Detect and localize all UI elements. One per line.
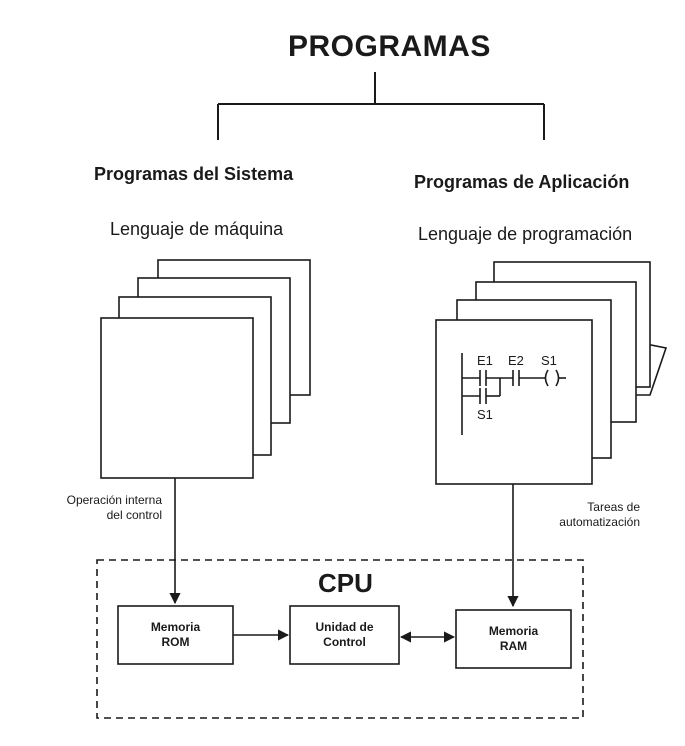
tree-connector <box>217 72 545 140</box>
internal-operation-label: Operación interna del control <box>30 493 162 523</box>
cpu-label: CPU <box>318 568 373 598</box>
system-program-pages <box>100 259 311 479</box>
application-programs-language: Lenguaje de programación <box>418 224 633 244</box>
internal-operation-line2: del control <box>106 508 162 522</box>
ladder-coil-s1: S1 <box>541 353 557 368</box>
ladder-diagram <box>461 353 566 435</box>
application-program-pages <box>435 261 668 485</box>
diagram-title: PROGRAMAS <box>288 30 491 63</box>
ladder-contact-e2: E2 <box>508 353 524 368</box>
ladder-contact-s1: S1 <box>477 407 493 422</box>
control-line2: Control <box>323 635 366 649</box>
application-programs-heading: Programas de Aplicación <box>414 172 630 192</box>
rom-line2: ROM <box>161 635 190 649</box>
cpu-region <box>96 559 584 719</box>
ram-line2: RAM <box>499 639 528 653</box>
rom-memory-block: Memoria ROM <box>118 606 233 664</box>
control-line1: Unidad de <box>315 620 374 634</box>
rom-line1: Memoria <box>150 620 201 634</box>
automation-tasks-line1: Tareas de <box>587 500 640 514</box>
cpu-blocks <box>117 605 572 669</box>
control-unit-block: Unidad de Control <box>290 606 399 664</box>
ram-memory-block: Memoria RAM <box>456 610 571 668</box>
system-programs-heading: Programas del Sistema <box>94 164 294 184</box>
flow-arrows <box>169 478 519 608</box>
automation-tasks-line2: automatización <box>559 515 640 529</box>
ram-line1: Memoria <box>488 624 539 638</box>
cpu-arrows <box>233 629 456 643</box>
automation-tasks-label: Tareas de automatización <box>520 500 640 530</box>
internal-operation-line1: Operación interna <box>66 493 162 507</box>
system-programs-language: Lenguaje de máquina <box>110 219 284 239</box>
ladder-contact-e1: E1 <box>477 353 493 368</box>
